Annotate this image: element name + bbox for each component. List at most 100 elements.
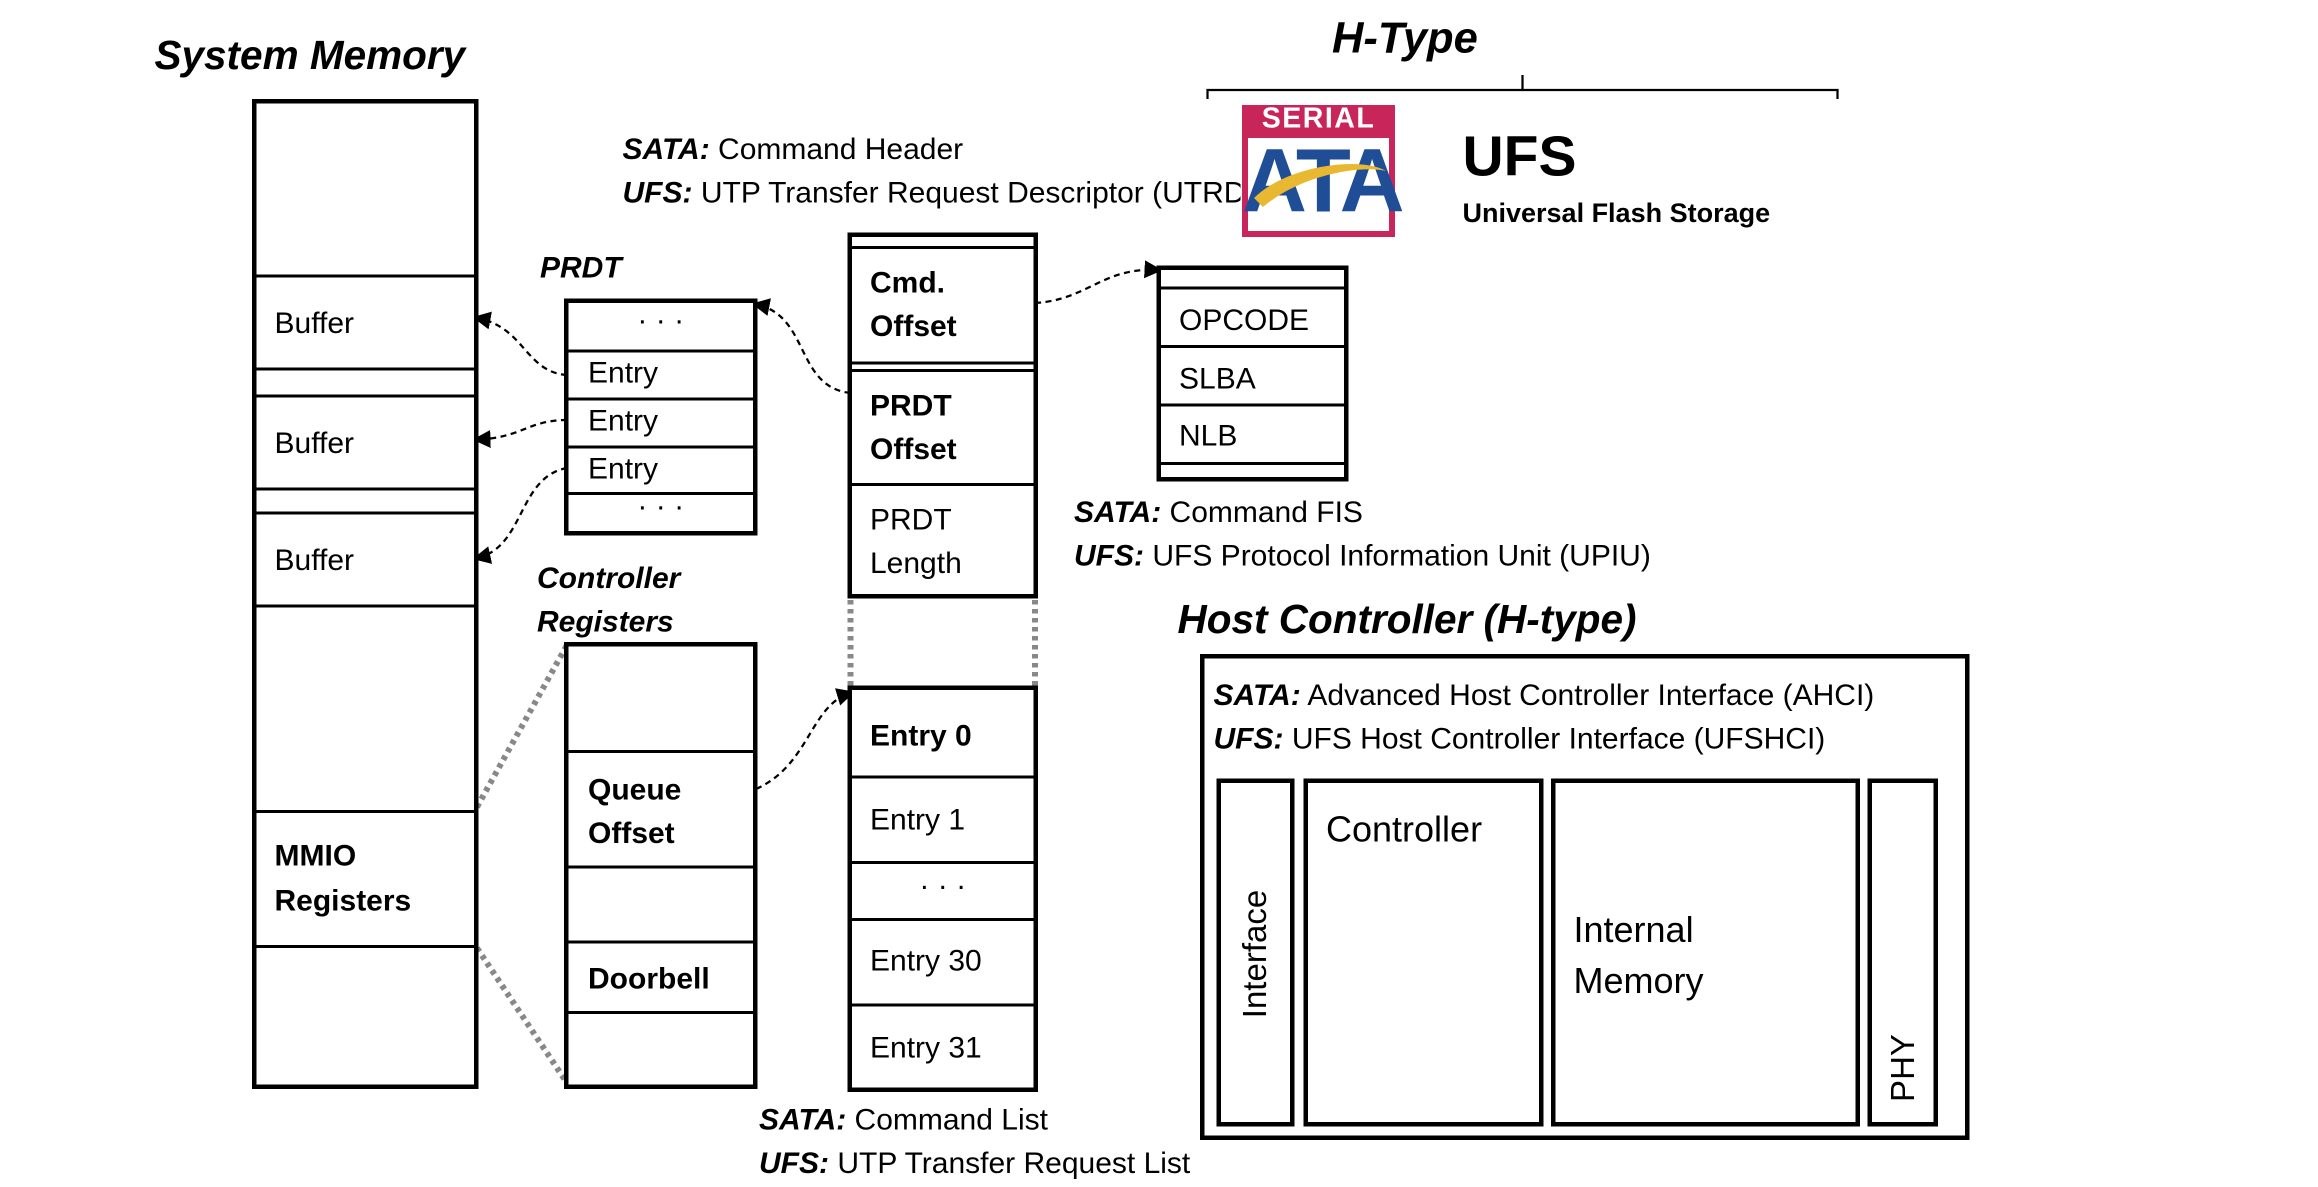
queue-offset-arrow bbox=[755, 688, 855, 791]
prdt-length-line1: PRDT bbox=[870, 504, 952, 537]
divider bbox=[1161, 286, 1344, 290]
prdt-entry-1: Entry bbox=[588, 357, 659, 390]
prdt-entry-2: Entry bbox=[588, 405, 659, 438]
divider bbox=[852, 918, 1034, 921]
cmd-offset-line1: Cmd. bbox=[870, 267, 945, 300]
command-header-ufs-caption: UFS: UTP Transfer Request Descriptor (UT… bbox=[622, 177, 1241, 210]
divider bbox=[852, 369, 1034, 372]
divider bbox=[852, 775, 1034, 779]
doorbell-register: Doorbell bbox=[588, 963, 710, 996]
divider bbox=[256, 604, 474, 608]
controller-label: Controller bbox=[1326, 810, 1483, 851]
sata-logo: SERIAL ATA bbox=[1242, 103, 1405, 237]
command-list-sata-caption: SATA: Command List bbox=[759, 1104, 1048, 1137]
divider bbox=[852, 361, 1034, 365]
command-list-entry-1: Entry 1 bbox=[870, 804, 966, 837]
divider bbox=[852, 861, 1034, 864]
h-type-bracket bbox=[1206, 88, 1839, 99]
fis-nlb: NLB bbox=[1179, 420, 1238, 453]
controller-block: Controller bbox=[1303, 778, 1544, 1127]
ufs-title: UFS bbox=[1462, 126, 1577, 189]
command-list-entry-30: Entry 30 bbox=[870, 945, 982, 978]
command-list-box: Entry 0 Entry 1 · · · Entry 30 Entry 31 bbox=[847, 685, 1038, 1092]
divider bbox=[568, 397, 753, 401]
interface-block: Interface bbox=[1216, 778, 1295, 1127]
h-type-title: H-Type bbox=[1332, 15, 1478, 63]
command-fis-box: OPCODE SLBA NLB bbox=[1156, 265, 1349, 482]
prdt-dots-bottom: · · · bbox=[637, 490, 685, 524]
divider bbox=[1161, 462, 1344, 465]
entry-to-buffer-1-arrow bbox=[472, 311, 568, 377]
sata-logo-swoosh-icon bbox=[1254, 163, 1386, 207]
buffer-2: Buffer bbox=[274, 427, 355, 461]
entry-to-buffer-2-arrow bbox=[472, 418, 568, 449]
divider bbox=[256, 945, 474, 948]
sata-logo-top-text: SERIAL bbox=[1261, 103, 1376, 136]
command-list-entry-31: Entry 31 bbox=[870, 1032, 982, 1065]
phy-label: PHY bbox=[1884, 1034, 1922, 1102]
system-memory-title: System Memory bbox=[154, 33, 466, 78]
internal-memory-line2: Memory bbox=[1573, 961, 1704, 1003]
host-ufs-caption: UFS: UFS Host Controller Interface (UFSH… bbox=[1213, 723, 1826, 756]
divider bbox=[256, 487, 474, 491]
divider bbox=[256, 394, 474, 398]
buffer-1: Buffer bbox=[274, 307, 355, 341]
divider bbox=[568, 492, 753, 495]
mmio-registers-line2: Registers bbox=[274, 885, 412, 918]
divider bbox=[568, 940, 753, 944]
command-list-ufs-caption: UFS: UTP Transfer Request List bbox=[759, 1147, 1191, 1181]
divider bbox=[568, 1011, 753, 1014]
divider bbox=[1161, 403, 1344, 407]
prdt-table: · · · Entry Entry Entry · · · bbox=[564, 298, 758, 536]
command-header-box: Cmd. Offset PRDT Offset PRDT Length bbox=[847, 232, 1038, 599]
divider bbox=[256, 367, 474, 371]
mmio-top-link bbox=[474, 643, 570, 809]
divider bbox=[852, 483, 1034, 486]
command-header-sata-caption: SATA: Command Header bbox=[622, 133, 964, 167]
controller-registers-box: Queue Offset Doorbell bbox=[564, 642, 758, 1089]
sata-logo-inner bbox=[1248, 138, 1389, 231]
entry-to-buffer-3-arrow bbox=[472, 466, 568, 564]
sata-logo-main-text: ATA bbox=[1242, 130, 1405, 232]
fis-slba: SLBA bbox=[1179, 363, 1256, 396]
queue-offset-line1: Queue bbox=[588, 774, 682, 807]
internal-memory-block: Internal Memory bbox=[1551, 778, 1860, 1127]
divider bbox=[568, 865, 753, 869]
host-controller-box: SATA: Advanced Host Controller Interface… bbox=[1200, 654, 1970, 1140]
divider bbox=[568, 349, 753, 353]
command-fis-sata-caption: SATA: Command FIS bbox=[1074, 496, 1363, 530]
system-memory-box: Buffer Buffer Buffer MMIO Registers bbox=[252, 99, 479, 1089]
internal-memory-line1: Internal bbox=[1573, 910, 1694, 952]
command-list-dots: · · · bbox=[919, 870, 967, 903]
divider bbox=[256, 511, 474, 515]
prdt-dots-top: · · · bbox=[637, 304, 685, 338]
prdt-offset-line1: PRDT bbox=[870, 390, 952, 423]
mmio-registers-line1: MMIO bbox=[274, 840, 357, 873]
ufs-subtitle: Universal Flash Storage bbox=[1462, 198, 1771, 228]
host-sata-caption: SATA: Advanced Host Controller Interface… bbox=[1213, 679, 1875, 713]
divider bbox=[256, 810, 474, 813]
controller-registers-title-1: Controller bbox=[537, 562, 681, 596]
command-list-entry-0: Entry 0 bbox=[870, 720, 972, 753]
prdt-entry-3: Entry bbox=[588, 453, 659, 486]
prdt-title: PRDT bbox=[540, 252, 622, 285]
prdt-offset-arrow bbox=[751, 298, 851, 395]
divider bbox=[568, 445, 753, 449]
queue-offset-line2: Offset bbox=[588, 817, 675, 851]
phy-block: PHY bbox=[1867, 778, 1938, 1127]
command-fis-ufs-caption: UFS: UFS Protocol Information Unit (UPIU… bbox=[1074, 540, 1651, 573]
mmio-bottom-link bbox=[474, 946, 570, 1085]
divider bbox=[568, 750, 753, 753]
divider bbox=[852, 1003, 1034, 1007]
prdt-offset-line2: Offset bbox=[870, 433, 957, 467]
controller-registers-title-2: Registers bbox=[537, 606, 674, 639]
fis-opcode: OPCODE bbox=[1179, 304, 1310, 338]
divider bbox=[256, 274, 474, 278]
cmd-offset-line2: Offset bbox=[870, 310, 957, 344]
buffer-3: Buffer bbox=[274, 544, 355, 578]
cmd-offset-arrow bbox=[1034, 260, 1163, 305]
interface-label: Interface bbox=[1236, 889, 1274, 1019]
prdt-length-line2: Length bbox=[870, 547, 962, 581]
